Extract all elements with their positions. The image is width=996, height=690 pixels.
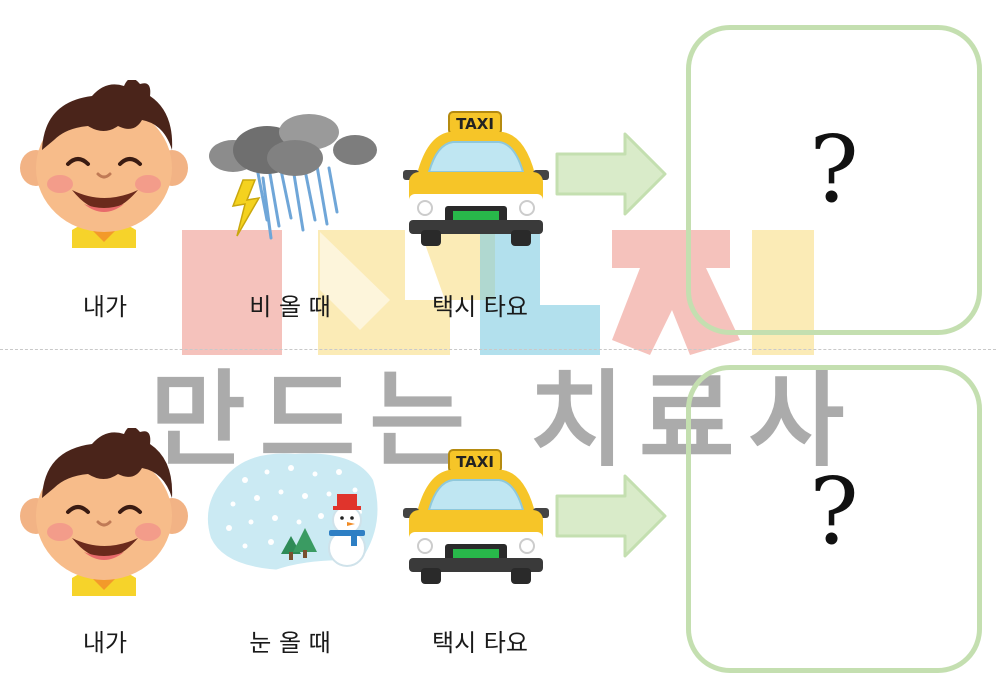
question-mark: ? xyxy=(809,116,859,223)
boy-icon xyxy=(18,80,190,250)
label-condition: 비 올 때 xyxy=(249,293,331,321)
taxi-icon xyxy=(402,111,550,247)
label-action: 택시 타요 xyxy=(432,629,528,657)
answer-box[interactable]: ? xyxy=(686,25,982,335)
answer-box[interactable]: ? xyxy=(686,365,982,673)
rain-cloud-icon xyxy=(209,114,377,240)
snow-scene-icon xyxy=(207,453,378,573)
arrow-right-icon xyxy=(555,474,667,558)
section-divider xyxy=(0,349,996,350)
label-condition: 눈 올 때 xyxy=(249,629,331,657)
label-subject: 내가 xyxy=(82,293,128,321)
boy-icon xyxy=(18,428,190,598)
arrow-right-icon xyxy=(555,132,667,216)
label-subject: 내가 xyxy=(82,629,128,657)
taxi-icon xyxy=(402,449,550,585)
label-action: 택시 타요 xyxy=(432,293,528,321)
question-mark: ? xyxy=(809,458,859,565)
